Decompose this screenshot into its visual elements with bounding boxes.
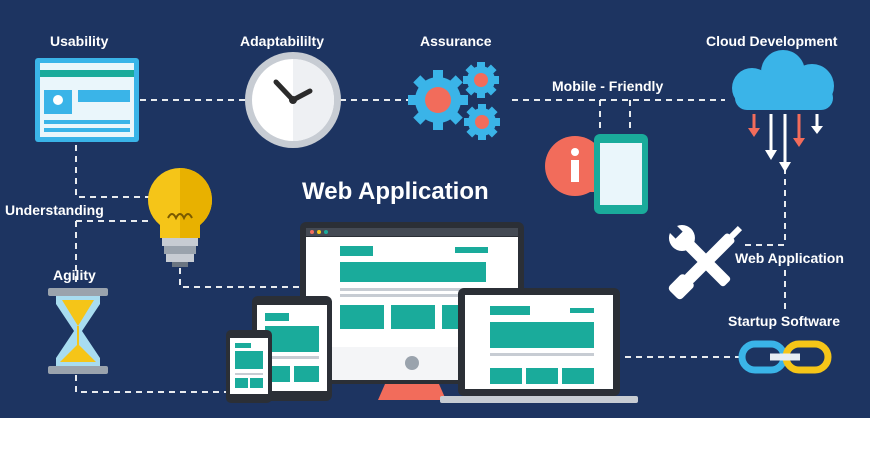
phone-icon [594, 134, 648, 214]
label-web-application: Web Application [735, 250, 844, 266]
diagram-artwork [35, 50, 834, 403]
browser-window-icon [35, 58, 139, 142]
wrench-screwdriver-icon [667, 223, 743, 300]
label-assurance: Assurance [420, 33, 492, 49]
hourglass-icon [48, 288, 108, 374]
label-startup-software: Startup Software [728, 313, 841, 329]
label-agility: Agility [53, 267, 96, 283]
label-understanding: Understanding [5, 202, 104, 218]
laptop-icon [440, 288, 638, 403]
clock-icon [245, 52, 341, 148]
connector-lines [75, 99, 786, 393]
label-adaptability: Adaptabililty [240, 33, 325, 49]
label-mobile-friendly: Mobile - Friendly [552, 78, 664, 94]
chain-link-icon [738, 340, 832, 374]
light-bulb-icon [147, 167, 213, 267]
small-phone-icon [226, 330, 272, 403]
gears-icon [408, 62, 500, 140]
label-usability: Usability [50, 33, 109, 49]
diagram-panel: Web Application Usability Adaptabililty … [0, 0, 870, 418]
diagram-title: Web Application [302, 178, 489, 205]
label-cloud-development: Cloud Development [706, 33, 838, 49]
cloud-icon [732, 50, 834, 172]
